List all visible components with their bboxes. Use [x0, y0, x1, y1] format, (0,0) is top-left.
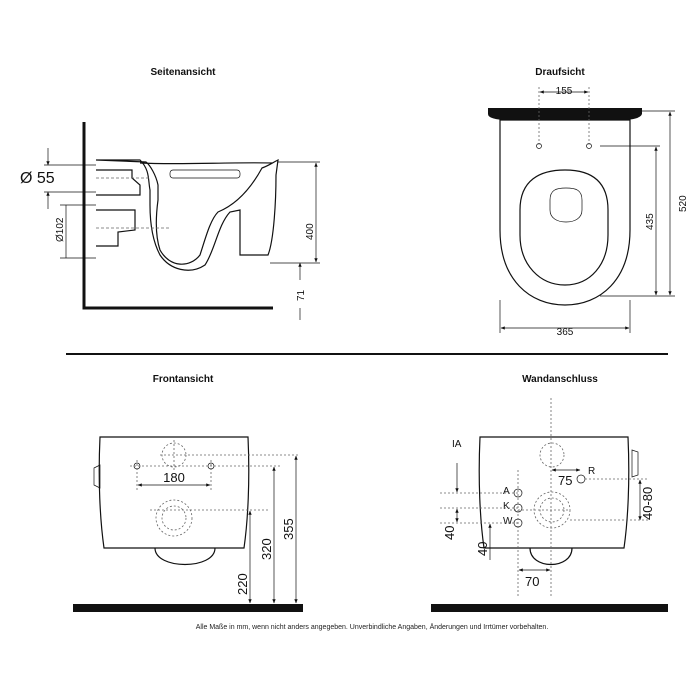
wall-dim-40-inner: 40 — [475, 542, 490, 556]
top-dim-length: 520 — [678, 195, 689, 212]
wall-connector-r — [576, 474, 586, 484]
top-dim-length-inner: 435 — [645, 213, 656, 230]
top-dim-width: 365 — [557, 327, 574, 338]
side-wall-floor — [82, 122, 273, 310]
front-body — [98, 436, 250, 549]
side-outlet-pipe — [96, 209, 136, 247]
wall-body — [478, 436, 630, 549]
front-outlet — [155, 499, 193, 537]
front-dim-h1: 220 — [235, 573, 250, 595]
top-view: Draufsicht 155 365 435 520 — [488, 67, 689, 338]
footer-note: Alle Maße in mm, wenn nicht anders angeg… — [196, 623, 549, 631]
top-bowl-inner — [519, 169, 609, 286]
front-dim-h3: 355 — [281, 518, 296, 540]
wall-side-button — [631, 449, 639, 478]
wall-label-k: K — [503, 501, 510, 512]
top-view-title: Draufsicht — [535, 67, 585, 78]
top-dim-holes: 155 — [556, 86, 573, 97]
top-wall — [488, 108, 642, 120]
front-floor — [73, 604, 303, 612]
wall-view-title: Wandanschluss — [522, 374, 598, 385]
side-inlet-pipe — [96, 169, 141, 196]
wall-top-inlet — [539, 442, 565, 468]
top-drain — [549, 187, 583, 223]
front-dim-h2: 320 — [259, 538, 274, 560]
wall-view: Wandanschluss R 75 A K W IA 70 40 — [431, 374, 668, 612]
wall-foot — [529, 547, 573, 566]
side-dim-height: 400 — [305, 223, 316, 240]
wall-dim-40-left: 40 — [442, 526, 457, 540]
side-dim-pipe: Ø 55 — [20, 170, 55, 187]
top-bowl-outline — [499, 119, 631, 306]
side-bowl-rim — [139, 162, 273, 165]
front-dim-spacing: 180 — [163, 470, 185, 485]
side-view-title: Seitenansicht — [150, 67, 216, 78]
wall-dim-70: 70 — [525, 574, 539, 589]
front-side-button — [93, 464, 101, 489]
wall-label-r: R — [588, 466, 595, 477]
wall-label-ia: IA — [452, 439, 462, 450]
side-bowl-outline — [95, 158, 279, 271]
side-dim-outlet: Ø102 — [55, 217, 66, 242]
side-dim-bottom: 71 — [296, 289, 307, 301]
front-view-title: Frontansicht — [153, 374, 214, 385]
front-foot — [154, 547, 216, 565]
wall-label-a: A — [503, 486, 510, 497]
wall-floor — [431, 604, 668, 612]
side-view: Seitenansicht Ø 55 Ø102 400 71 — [20, 67, 320, 320]
wall-label-w: W — [503, 516, 513, 527]
wall-dim-75: 75 — [558, 473, 572, 488]
front-view: Frontansicht 180 220 320 355 — [73, 374, 303, 612]
wall-dim-40-80: 40-80 — [640, 487, 655, 520]
side-seat-detail — [169, 169, 241, 179]
